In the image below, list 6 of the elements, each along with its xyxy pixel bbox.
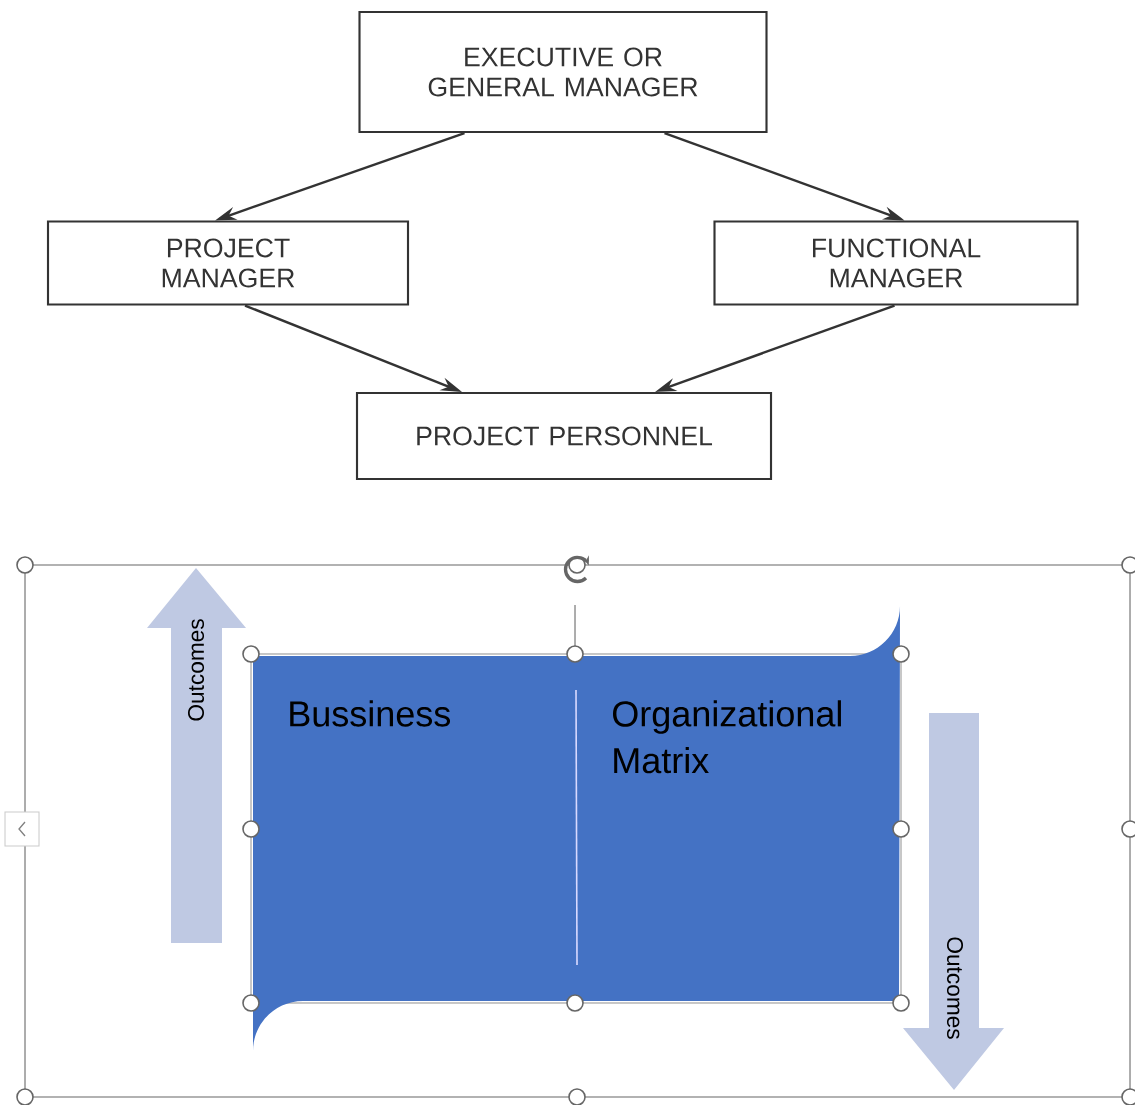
org-box: FUNCTIONAL MANAGER [713,220,1079,306]
org-box: PROJECT PERSONNEL [355,391,773,481]
org-box: PROJECT MANAGER [46,220,410,306]
panel-text: Bussiness [290,700,451,727]
panel-text: Organizational Matrix [613,700,841,774]
org-box: EXECUTIVE OR GENERAL MANAGER [358,10,768,134]
